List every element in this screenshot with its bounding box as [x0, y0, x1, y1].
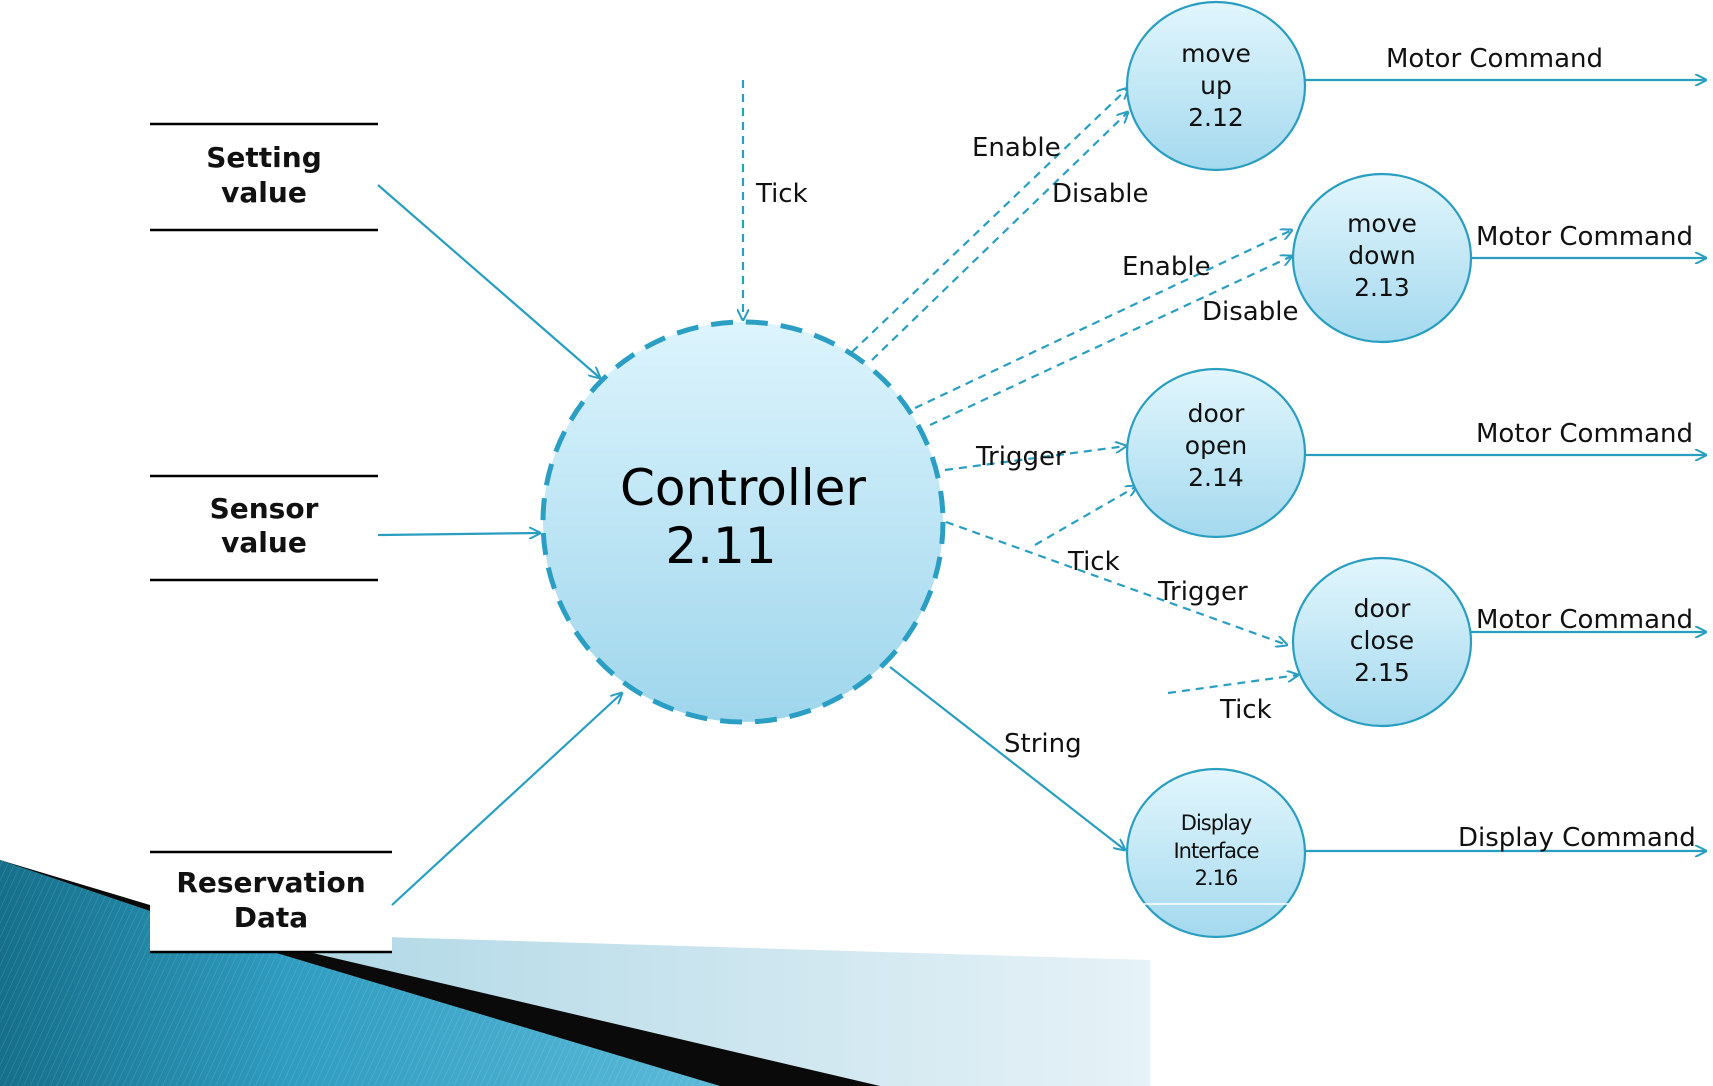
- process-label-line-1: move: [1181, 39, 1251, 68]
- control-flow-tick-close: [1167, 675, 1298, 695]
- control-flow-trigger-close: [945, 520, 1287, 645]
- flow-label-door-open-output: Motor Command: [1476, 419, 1693, 449]
- control-flow-trigger-open: [944, 446, 1126, 472]
- flow-label-disable-down: Disable: [1202, 297, 1298, 327]
- flow-label-display-output: Display Command: [1458, 823, 1696, 853]
- flow-label-tick-in: Tick: [755, 179, 808, 209]
- process-label-line-3: 2.15: [1354, 658, 1410, 687]
- process-label-line-2: close: [1350, 626, 1414, 655]
- controller-process[interactable]: Controller 2.11: [540, 319, 946, 725]
- flow-label-door-close-output: Motor Command: [1476, 605, 1693, 635]
- control-flow-enable-up: [851, 88, 1128, 353]
- store-label-line-2: value: [221, 176, 307, 209]
- process-label-line-3: 2.13: [1354, 273, 1410, 302]
- process-label-line-3: 2.14: [1188, 463, 1244, 492]
- flow-label-move-down-output: Motor Command: [1476, 222, 1693, 252]
- process-label-line-2: up: [1200, 71, 1232, 100]
- flow-reservation-to-controller: [391, 693, 622, 906]
- process-display-interface[interactable]: Display Interface 2.16: [1125, 767, 1307, 939]
- flow-controller-to-display: [889, 666, 1125, 850]
- store-sensor-value[interactable]: Sensor value: [150, 474, 378, 582]
- flow-setting-to-controller: [377, 184, 600, 378]
- flow-label-enable-up: Enable: [972, 133, 1061, 163]
- process-label-line-3: 2.16: [1195, 866, 1238, 890]
- flow-label-disable-up: Disable: [1052, 179, 1148, 209]
- controller-bubble: [540, 319, 946, 725]
- control-flow-disable-down: [929, 256, 1292, 426]
- process-label-line-1: Display: [1181, 811, 1252, 835]
- flow-label-tick-open: Tick: [1067, 547, 1120, 577]
- process-bubble: [1125, 767, 1307, 939]
- process-bubble: [1125, 0, 1307, 172]
- process-door-close[interactable]: door close 2.15: [1291, 556, 1473, 728]
- store-label-line-1: Sensor: [210, 492, 319, 525]
- process-label-line-2: Interface: [1173, 839, 1258, 863]
- controller-name: Controller: [620, 459, 866, 517]
- process-label-line-1: door: [1188, 399, 1245, 428]
- store-reservation-data[interactable]: Reservation Data: [150, 850, 392, 954]
- flow-sensor-to-controller: [377, 533, 540, 535]
- process-move-down[interactable]: move down 2.13: [1291, 172, 1473, 344]
- process-bubble: [1291, 556, 1473, 728]
- flow-label-trigger-open: Trigger: [975, 442, 1066, 472]
- flow-label-trigger-close: Trigger: [1157, 577, 1248, 607]
- store-label-line-1: Setting: [206, 141, 322, 174]
- store-label-line-2: Data: [234, 901, 308, 934]
- control-flow-disable-up: [871, 112, 1128, 361]
- flow-label-enable-down: Enable: [1122, 252, 1211, 282]
- process-label-line-3: 2.12: [1188, 103, 1244, 132]
- flow-label-tick-close: Tick: [1219, 695, 1272, 725]
- control-flow-tick-open: [1034, 486, 1137, 546]
- controller-id: 2.11: [665, 517, 776, 575]
- store-label-line-2: value: [221, 526, 307, 559]
- process-label-line-2: open: [1185, 431, 1247, 460]
- process-label-line-2: down: [1348, 241, 1415, 270]
- store-setting-value[interactable]: Setting value: [150, 122, 378, 232]
- decorative-background-shape: [0, 860, 1150, 1086]
- store-background: [150, 852, 392, 952]
- process-bubble: [1125, 367, 1307, 539]
- flow-label-move-up-output: Motor Command: [1386, 44, 1603, 74]
- process-move-up[interactable]: move up 2.12: [1125, 0, 1307, 172]
- process-label-line-1: move: [1347, 209, 1417, 238]
- process-label-line-1: door: [1354, 594, 1411, 623]
- flow-label-string: String: [1004, 729, 1082, 759]
- process-door-open[interactable]: door open 2.14: [1125, 367, 1307, 539]
- store-label-line-1: Reservation: [176, 866, 365, 899]
